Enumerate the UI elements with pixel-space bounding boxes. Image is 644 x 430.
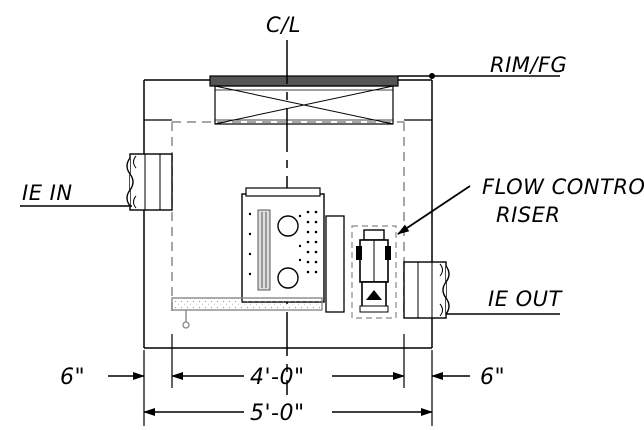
dim-left-label: 6" (60, 365, 85, 390)
baffle-wall (325, 215, 345, 313)
riser-leader-arrow (397, 185, 471, 235)
riser-label-line2: RISER (496, 203, 560, 227)
base-slab (171, 297, 323, 329)
centerline-label: C/L (266, 13, 301, 37)
flow-control-riser (351, 225, 397, 319)
dimension-inner (171, 334, 405, 388)
access-lid (209, 75, 399, 125)
dim-inner-label: 4'-0" (250, 365, 305, 390)
rim-fg-label: RIM/FG (490, 53, 567, 77)
ie-in-label: IE IN (22, 181, 73, 205)
outlet-pipe (403, 261, 450, 319)
dim-overall-label: 5'-0" (250, 401, 305, 426)
inlet-pipe (126, 153, 173, 211)
rim-fg-leader (398, 73, 560, 79)
filter-cartridge (241, 187, 325, 303)
ie-out-label: IE OUT (488, 287, 564, 311)
dimension-overall (143, 350, 433, 426)
riser-label-line1: FLOW CONTROL (482, 175, 644, 199)
dim-right-label: 6" (480, 365, 505, 390)
